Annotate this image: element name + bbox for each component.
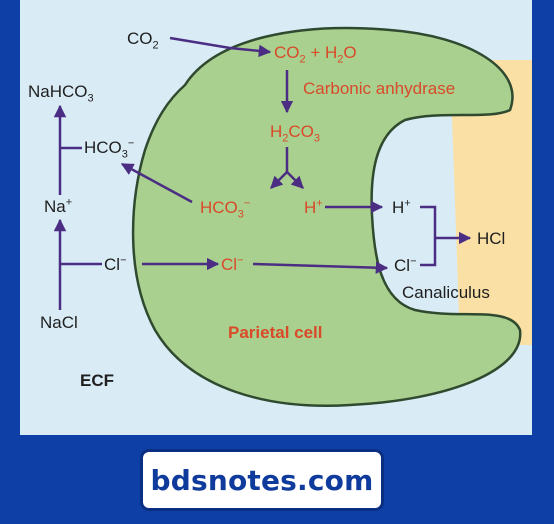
label-h-canaliculus: H+ <box>392 197 411 217</box>
canaliculus-region <box>450 60 532 345</box>
label-na: Na+ <box>44 196 73 216</box>
label-nacl: NaCl <box>40 313 78 332</box>
label-canaliculus: Canaliculus <box>402 283 490 302</box>
parietal-cell-shape <box>131 26 522 407</box>
label-co2-h2o: CO2 + H2O <box>274 43 357 66</box>
diagram-panel: CO2 CO2 + H2O Carbonic anhydrase H2CO3 H… <box>20 0 532 435</box>
bracket-hcl <box>420 205 437 267</box>
label-cl-canaliculus: Cl− <box>394 255 417 275</box>
label-hco3-ecf: HCO3− <box>84 137 135 161</box>
label-cl-cell: Cl− <box>221 254 244 274</box>
label-parietal-cell: Parietal cell <box>228 323 323 342</box>
diagram-graphics <box>53 26 532 407</box>
arrow-split-right <box>286 171 304 189</box>
label-h2co3: H2CO3 <box>270 122 321 145</box>
label-hco3-cell: HCO3− <box>200 197 251 221</box>
arrow-cl-secretion <box>252 261 389 274</box>
label-hcl: HCl <box>477 229 506 248</box>
label-cl-ecf: Cl− <box>104 254 127 274</box>
label-enzyme: Carbonic anhydrase <box>303 79 456 98</box>
arrow-hco3-exit <box>120 162 193 204</box>
label-ecf: ECF <box>80 371 114 390</box>
arrow-split-left <box>270 171 288 189</box>
label-nahco3: NaHCO3 <box>28 82 94 105</box>
label-h-cell: H+ <box>304 197 323 217</box>
arrow-co2-entry <box>169 36 272 58</box>
label-co2-in: CO2 <box>127 29 159 52</box>
site-name: bdsnotes.com <box>150 463 374 497</box>
site-badge: bdsnotes.com <box>140 449 384 511</box>
